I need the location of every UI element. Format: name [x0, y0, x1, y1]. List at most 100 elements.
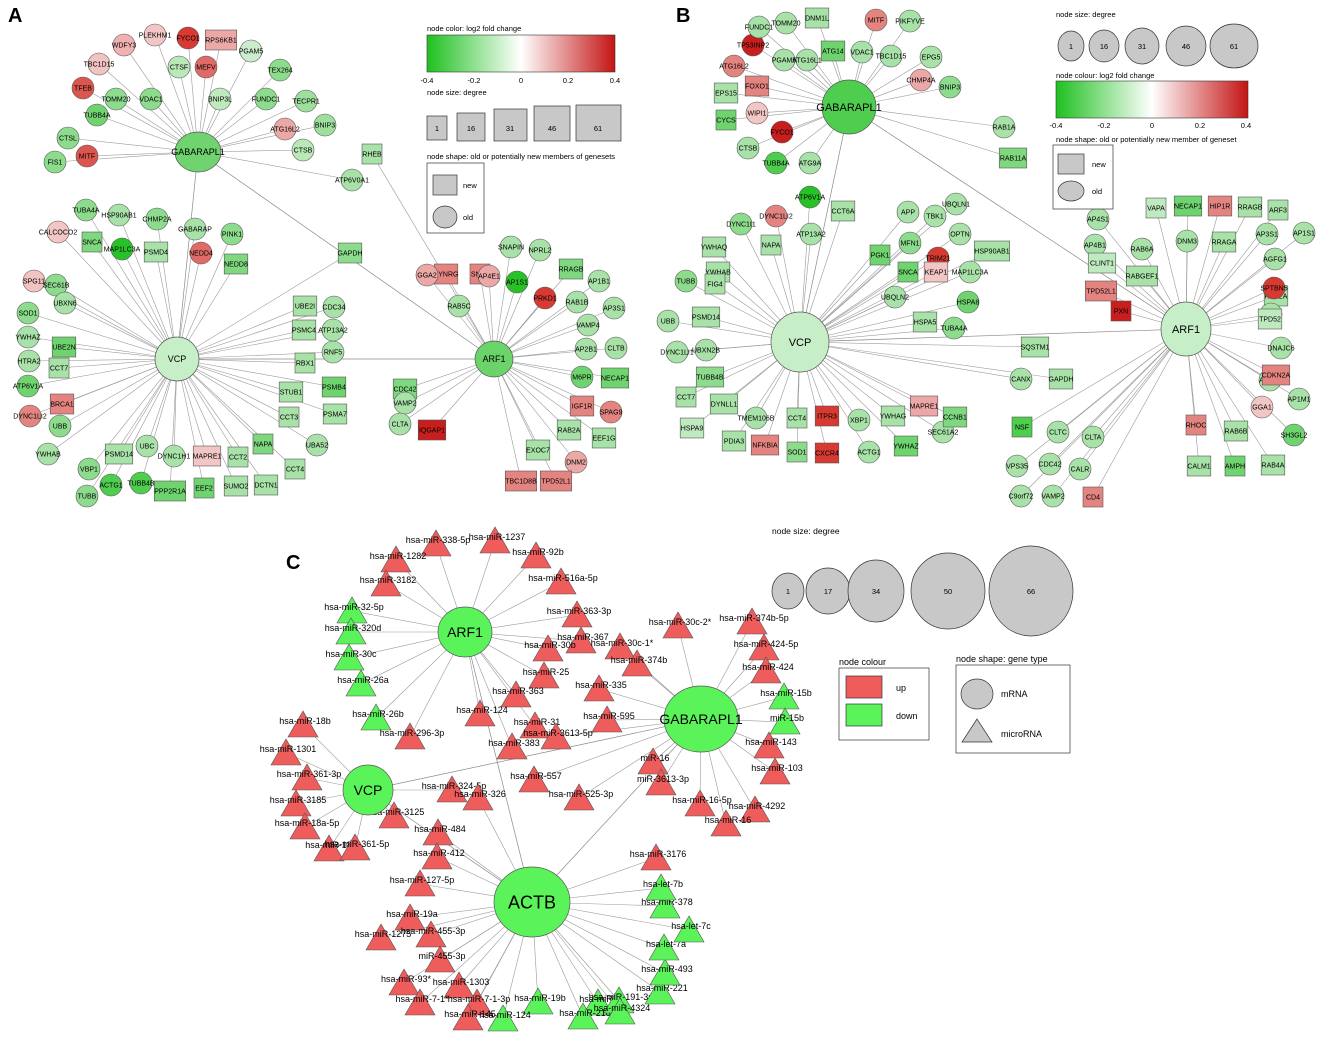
network-edge [399, 358, 495, 425]
legend-c-down-swatch [845, 703, 883, 727]
gene-label: AP4E1 [478, 274, 500, 281]
gene-node-new [1261, 364, 1291, 386]
gene-label: SPG11 [23, 279, 45, 286]
gene-node-new [193, 477, 215, 499]
legend-b-tick: 0.2 [1195, 121, 1205, 130]
network-edge [1185, 328, 1274, 466]
legend-c: node size: degree 1 17 34 50 66 node col… [771, 526, 1074, 754]
gene-node-old [194, 55, 218, 79]
gene-node-old [183, 217, 207, 241]
mirna-node [736, 607, 768, 635]
gene-node-old [85, 103, 109, 127]
gene-label: CYCS [716, 118, 736, 125]
gene-node-old [17, 349, 41, 373]
gene-label: TBC1D8B [505, 479, 537, 486]
mirna-label: hsa-miR-145 [444, 1009, 496, 1019]
legend-c-mirna-shape [961, 718, 993, 743]
gene-label: AGFG1 [1263, 257, 1287, 264]
legend-b-size-value: 31 [1138, 42, 1146, 51]
legend-c-up-label: up [896, 683, 906, 693]
gene-label: NPRL2 [529, 248, 552, 255]
network-edge [176, 358, 267, 486]
gene-label: UBE2N [52, 345, 75, 352]
gene-node-new [704, 273, 726, 295]
gene-label: DCTN1 [254, 483, 277, 490]
mirna-node [404, 869, 436, 897]
gene-label: FYCO1 [770, 130, 793, 137]
gene-node-old [189, 241, 213, 265]
legend-a-color-gradient [426, 34, 616, 73]
gene-label: FUNDC1 [252, 97, 280, 104]
legend-c-size-circle [771, 572, 805, 610]
network-edge [1021, 328, 1187, 428]
gene-node-old [847, 408, 871, 432]
gene-node-new [923, 261, 949, 283]
gene-node-new [1084, 280, 1118, 302]
network-edge [91, 241, 178, 360]
mirna-label: hsa-miR-92b [512, 547, 564, 557]
gene-label: RAB11A [1000, 156, 1027, 163]
gene-label: TFEB [74, 86, 92, 93]
mirna-label: hsa-miR-1 [579, 994, 621, 1004]
hub-edge [799, 106, 850, 343]
mirna-node [644, 977, 676, 1005]
gene-label: AP1M1 [1288, 397, 1311, 404]
gene-node-new [709, 393, 739, 415]
gene-node-old [48, 414, 72, 438]
gene-label: YWHAZ [15, 335, 41, 342]
gene-label: TPD52L1 [1086, 289, 1116, 296]
gene-label: SH3GL2 [1281, 433, 1308, 440]
legend-a: node color: log2 fold change -0.4 -0.2 0… [421, 24, 622, 234]
gene-label: RAB2A [558, 428, 581, 435]
legend-c-down-label: down [896, 711, 918, 721]
gene-node-old [1009, 367, 1033, 391]
legend-b-tick: 0.4 [1241, 121, 1251, 130]
gene-node-new [361, 143, 383, 165]
gene-node-old [747, 15, 771, 39]
gene-node-new [814, 405, 840, 427]
gene-node-new [1173, 195, 1203, 217]
mirna-label: hsa-let-7a [646, 939, 686, 949]
gene-node-new [1224, 455, 1246, 477]
gene-node-old [599, 400, 623, 424]
network-edge [493, 358, 577, 463]
gene-label: RBX1 [296, 361, 314, 368]
gene-label: CDKN2A [1262, 373, 1291, 380]
mirna-node [563, 783, 595, 811]
gene-label: RAB4A [1262, 463, 1285, 470]
mirna-node [519, 711, 551, 739]
panel-label-a: A [8, 5, 22, 27]
gene-label: SNCA [82, 240, 102, 247]
gene-label: CTSF [170, 65, 188, 72]
mirna-node [420, 529, 452, 557]
gene-node-old [764, 151, 788, 175]
gene-label: DNM2 [566, 460, 586, 467]
mirna-node [753, 731, 785, 759]
gene-node-old [798, 151, 822, 175]
gene-node-old [574, 337, 598, 361]
mirna-label: miR-455-3p [418, 951, 465, 961]
hub-label: GABARAPL1 [659, 711, 742, 727]
gene-node-new [1110, 300, 1132, 322]
gene-label: MFN1 [900, 241, 919, 248]
gene-node-new [539, 470, 573, 492]
gene-label: PSMC4 [292, 328, 316, 335]
mirna-label: hsa-miR-484 [414, 824, 466, 834]
mirna-label: hsa-miR-1301 [260, 744, 317, 754]
gene-label: PGAM5 [239, 49, 264, 56]
gene-node-old [799, 222, 823, 246]
gene-label: EPG5 [922, 55, 941, 62]
gene-label: NFKBIA [752, 443, 778, 450]
legend-a-size-box [426, 115, 448, 141]
network-edge [176, 305, 306, 360]
gene-label: ATG16L1 [792, 58, 822, 65]
mirna-label: hsa-miR-493 [641, 964, 693, 974]
legend-b-tick: -0.4 [1050, 121, 1063, 130]
gene-label: PINK1 [222, 232, 242, 239]
mirna-node [388, 968, 420, 996]
network-edge [493, 246, 512, 360]
mirna-label: hsa-miR-32-5p [324, 602, 384, 612]
mirna-label: hsa-let-7b [643, 879, 683, 889]
hub-label: ARF1 [1172, 324, 1200, 336]
network-edge [27, 312, 178, 360]
